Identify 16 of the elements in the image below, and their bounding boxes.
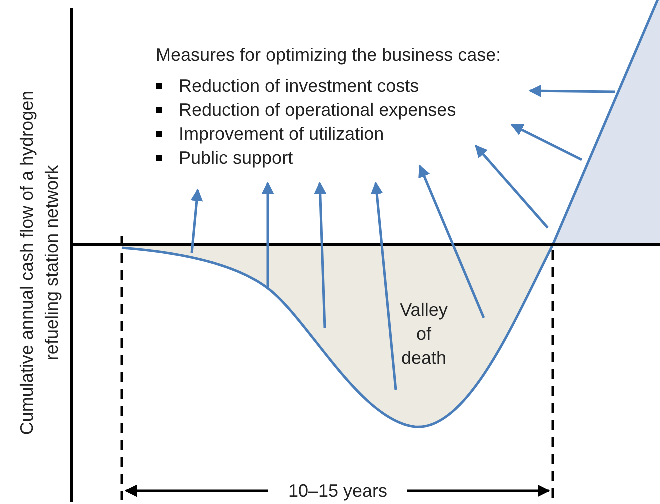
valley-label: Valley of death xyxy=(399,299,449,370)
profit-area xyxy=(552,0,660,246)
bullet-item: Improvement of utilization xyxy=(152,122,384,146)
arrow xyxy=(475,145,549,229)
arrow xyxy=(370,182,398,390)
arrow xyxy=(314,182,327,328)
axis-title: Cumulative annual cash flow of a hydrogen refueling station network xyxy=(16,90,63,438)
arrow xyxy=(262,182,274,288)
arrow xyxy=(528,84,616,98)
heading: Measures for optimizing the business case: xyxy=(156,44,502,67)
bullet-item: Reduction of operational expenses xyxy=(152,98,456,122)
arrow xyxy=(418,164,486,318)
bullet-item: Reduction of investment costs xyxy=(152,74,420,98)
arrow xyxy=(510,124,583,162)
bullet-item: Public support xyxy=(152,146,294,170)
arrow xyxy=(190,188,204,254)
